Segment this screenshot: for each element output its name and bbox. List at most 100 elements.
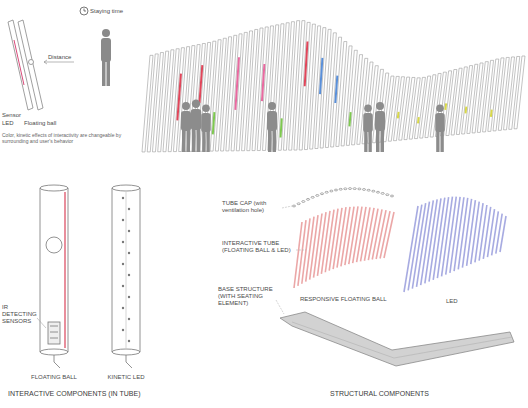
person — [267, 102, 277, 152]
mini-tubes — [8, 20, 43, 110]
led-dot — [122, 307, 124, 309]
led-dot — [122, 263, 124, 265]
led-dot — [128, 252, 130, 254]
cap — [376, 191, 379, 193]
base-structure — [280, 312, 514, 366]
led-dot — [128, 274, 130, 276]
tube-caps — [292, 188, 393, 207]
light-segment — [349, 112, 350, 126]
tube — [500, 216, 506, 252]
led-dot — [122, 285, 124, 287]
part-label: LED — [446, 298, 476, 305]
cap — [325, 191, 328, 193]
person — [181, 102, 191, 152]
cap — [330, 190, 333, 192]
tube — [404, 206, 418, 292]
led-dot — [122, 241, 124, 243]
cap — [362, 189, 365, 191]
tube — [384, 212, 394, 258]
part-label: KINETIC LED — [96, 374, 156, 381]
led-dot — [128, 208, 130, 210]
cap — [334, 189, 337, 191]
tube — [475, 203, 483, 262]
cap — [316, 195, 319, 197]
person — [375, 102, 385, 152]
tube — [514, 56, 525, 129]
led-dot — [128, 318, 130, 320]
section-title: INTERACTIVE COMPONENTS (IN TUBE) — [8, 390, 188, 398]
light-segment — [305, 42, 308, 87]
cap — [297, 203, 300, 205]
cap — [353, 188, 356, 190]
light-segment — [199, 65, 202, 103]
tube — [467, 200, 476, 266]
part-label: IR DETECTING SENSORS — [2, 304, 38, 326]
light-segment — [235, 57, 239, 110]
tube — [298, 220, 306, 286]
led-dot — [128, 340, 130, 342]
part-label: LED — [2, 120, 22, 127]
light-segment — [281, 118, 282, 137]
led-dot — [122, 197, 124, 199]
tube — [487, 209, 494, 257]
tube — [302, 218, 310, 283]
light-segment — [444, 103, 447, 110]
cap — [320, 193, 323, 195]
tube-floating-ball — [37, 185, 68, 368]
cap — [386, 194, 389, 196]
people — [181, 100, 445, 153]
cap — [311, 196, 314, 198]
person — [363, 105, 373, 153]
cap — [292, 205, 295, 207]
cap — [302, 201, 305, 203]
tube — [483, 207, 490, 259]
distance-arrow — [44, 60, 74, 64]
cap — [367, 189, 370, 191]
tube — [479, 205, 487, 261]
light-segment — [465, 107, 468, 114]
responsive-ball-tubes — [294, 206, 394, 288]
led-dot — [128, 296, 130, 298]
light-segment — [417, 117, 420, 123]
tube-kinetic-led — [112, 185, 140, 368]
clock-icon — [80, 7, 88, 15]
light-segment — [262, 64, 264, 101]
person — [191, 100, 202, 153]
person — [201, 105, 211, 153]
person-silhouette — [101, 29, 111, 86]
led-dot — [122, 329, 124, 331]
cap — [344, 188, 347, 190]
light-segment — [177, 74, 181, 121]
cap — [372, 190, 375, 192]
led-tubes — [404, 197, 506, 292]
person — [435, 105, 445, 153]
part-label: INTERACTIVE TUBE (FLOATING BALL & LED) — [222, 240, 294, 254]
part-label: FLOATING BALL — [24, 374, 84, 381]
cap — [339, 188, 342, 190]
part-label: Staying time — [90, 8, 130, 15]
part-label: Distance — [48, 54, 78, 61]
tube — [408, 205, 422, 291]
led-dot — [128, 230, 130, 232]
cap — [390, 195, 393, 197]
tube — [471, 202, 479, 265]
part-label: BASE STRUCTURE (WITH SEATING ELEMENT) — [218, 286, 274, 308]
tube-wall — [142, 21, 525, 152]
light-segment — [213, 112, 215, 134]
part-label: TUBE CAP (with ventilation hole) — [222, 200, 280, 214]
cap — [348, 188, 351, 190]
light-segment — [397, 112, 400, 118]
light-segment — [320, 58, 322, 94]
light-segment — [490, 110, 493, 117]
note-text: Color, kinetic effects of interactivity … — [2, 132, 122, 144]
part-label: RESPONSIVE FLOATING BALL — [300, 296, 400, 303]
part-label: Floating ball — [24, 120, 64, 127]
part-label: Sensor — [2, 112, 32, 119]
tube — [294, 222, 302, 288]
cap — [306, 198, 309, 200]
cap — [358, 188, 361, 190]
cap — [381, 193, 384, 195]
section-title: STRUCTURAL COMPONENTS — [330, 390, 490, 398]
led-dot — [122, 219, 124, 221]
